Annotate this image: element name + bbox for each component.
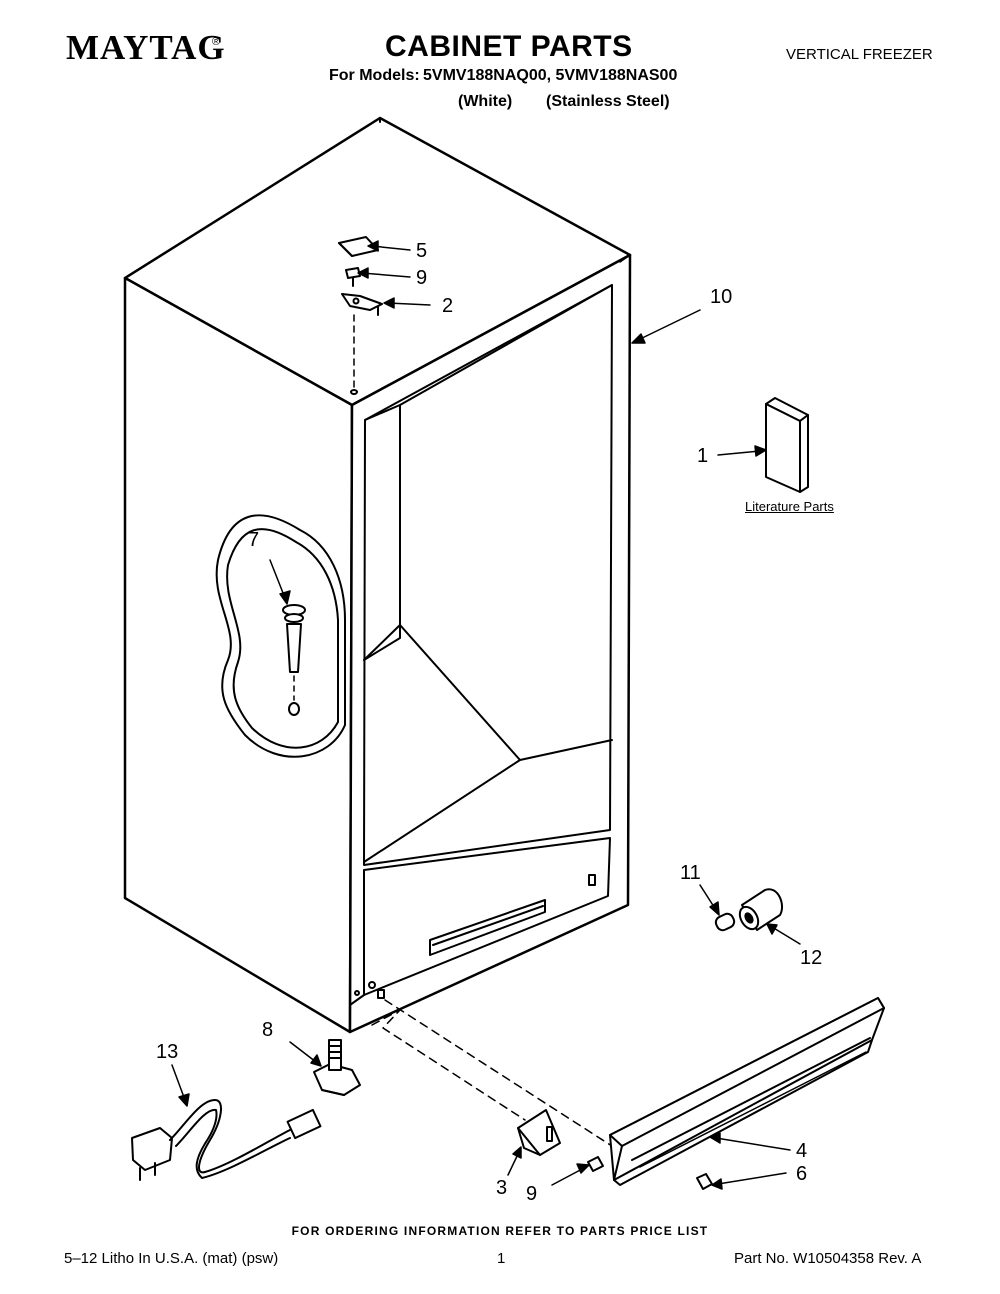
variant-stainless: (Stainless Steel): [546, 93, 670, 110]
leveling-leg-part: [313, 1039, 361, 1096]
brand-name: MAYTAG: [66, 28, 226, 67]
callout-7: 7: [248, 529, 259, 551]
brand-logo: MAYTAG: [66, 28, 226, 68]
page-title: CABINET PARTS: [385, 30, 633, 63]
hinge-screw-top-part: [345, 267, 361, 287]
callout-4: 4: [796, 1140, 807, 1162]
callout-3: 3: [496, 1177, 507, 1199]
callout-6: 6: [796, 1163, 807, 1185]
callout-11: 11: [680, 862, 701, 884]
spacer-part: [714, 912, 736, 932]
callout-1: 1: [697, 445, 708, 467]
part-number: Part No. W10504358 Rev. A: [734, 1250, 922, 1267]
callout-13: 13: [156, 1041, 178, 1063]
bottom-hinge-bracket-part: [517, 1109, 561, 1156]
models-label: For Models:: [329, 67, 420, 84]
variant-white: (White): [458, 93, 513, 110]
door-stop-part: [282, 604, 306, 716]
callout-8: 8: [262, 1019, 273, 1041]
callout-9-bottom: 9: [526, 1183, 537, 1205]
model-numbers: 5VMV188NAQ00, 5VMV188NAS00: [423, 67, 678, 84]
top-hinge-part: [341, 293, 383, 316]
callout-10: 10: [710, 286, 732, 308]
callout-leaders: [171, 240, 801, 1190]
grille-screw-part: [696, 1173, 713, 1190]
literature-booklet-part: [765, 397, 809, 493]
callout-2: 2: [442, 295, 453, 317]
callout-numbers: 5 9 2 10 1 7 11 12 8 13 3 9 4 6: [156, 240, 822, 1205]
power-cord-part: [131, 1099, 322, 1181]
callout-12: 12: [800, 947, 822, 969]
callout-5: 5: [416, 240, 427, 262]
cabinet-body: [123, 116, 632, 1034]
print-info: 5–12 Litho In U.S.A. (mat) (psw): [64, 1250, 279, 1267]
literature-parts-label: Literature Parts: [745, 499, 834, 514]
hinge-screw-bottom-part: [587, 1156, 604, 1172]
callout-9-top: 9: [416, 267, 427, 289]
ordering-note: FOR ORDERING INFORMATION REFER TO PARTS …: [291, 1224, 709, 1238]
registered-mark: ®: [212, 36, 221, 48]
bushing-part: [738, 888, 784, 931]
product-category: VERTICAL FREEZER: [786, 46, 933, 63]
page-number: 1: [497, 1250, 506, 1267]
base-grille-part: [609, 997, 885, 1186]
